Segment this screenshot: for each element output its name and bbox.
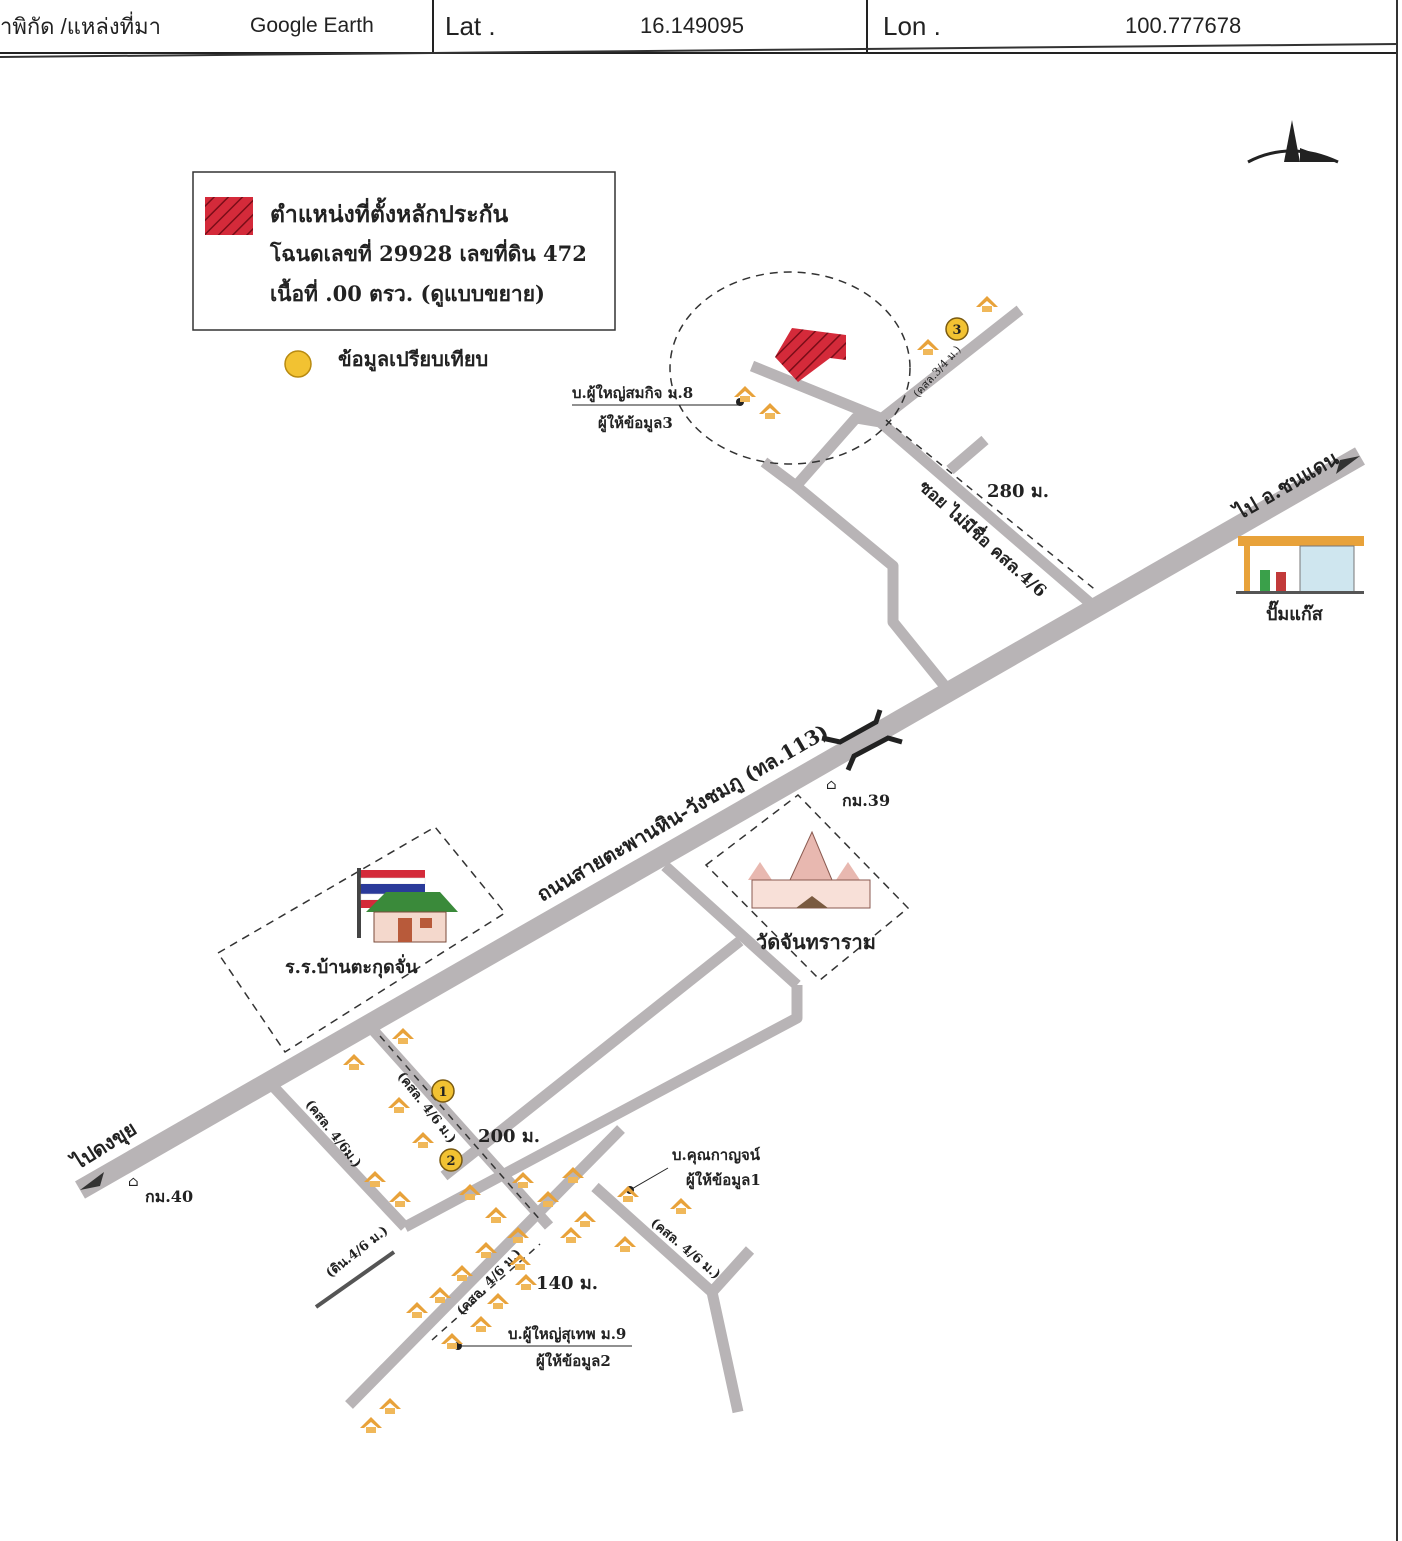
collateral-swatch [205, 197, 253, 235]
main-road [75, 447, 1365, 1199]
lat-label: Lat . [445, 10, 496, 41]
legend-collateral-title: ตำแหน่งที่ตั้งหลักประกัน [270, 197, 509, 228]
temple-icon [748, 830, 871, 909]
distance-280-label: 280 ม. [987, 481, 1049, 502]
km-39-label: กม.39 [842, 791, 890, 810]
header-divider [866, 0, 868, 52]
dirt-road [314, 1250, 396, 1309]
source-label: าพิกัด /แหล่งที่มา [0, 13, 161, 39]
local-roads [265, 305, 1094, 1414]
distance-line-280 [885, 419, 1099, 593]
gas-station-label: ปั๊มแก๊ส [1266, 600, 1324, 625]
header-bar: าพิกัด /แหล่งที่มา Google Earth Lat . 16… [0, 0, 1398, 54]
school-boundary [216, 826, 507, 1054]
informant-1-label: ผู้ให้ข้อมูล1 [686, 1171, 761, 1190]
km-40-label: กม.40 [145, 1187, 193, 1206]
arrow-right-icon [1336, 456, 1360, 474]
legend-comparison-label: ข้อมูลเปรียบเทียบ [338, 347, 488, 373]
road-label-dirt: (ดิน.4/6 ม.) [323, 1223, 391, 1281]
school-label: ร.ร.บ้านตะกุดจั่น [285, 954, 418, 979]
distance-140-label: 140 ม. [536, 1273, 598, 1294]
comparison-marker-3: 3 [945, 317, 969, 341]
informant-2-label: ผู้ให้ข้อมูล2 [536, 1352, 611, 1371]
distance-line-200 [379, 1035, 543, 1223]
school-building-icon [366, 892, 458, 943]
legend-area-line: เนื้อที่ .00 ตรว. (ดูแบบขยาย) [270, 278, 545, 308]
legend-deed-line: โฉนดเลขที่ 29928 เลขที่ดิน 472 [269, 238, 587, 266]
lon-value: 100.777678 [1125, 13, 1242, 38]
collateral-zoom-circle [669, 271, 911, 465]
svg-text:2: 2 [446, 1154, 455, 1169]
road-label-top-right: (คสล.3/4 ม.) [911, 343, 964, 400]
source-value: Google Earth [250, 14, 374, 37]
svg-text:3: 3 [952, 323, 961, 338]
comparison-marker-2: 2 [439, 1148, 463, 1172]
legend-box [192, 171, 616, 331]
arrow-left-icon [80, 1172, 104, 1190]
km-post-icon: ⌂ [128, 1174, 139, 1190]
temple-label: วัดจันทราราม [756, 930, 876, 954]
temple-boundary [704, 794, 910, 982]
north-arrow-icon [1247, 120, 1339, 164]
house-9-label: บ.ผู้ใหญ่สุเทพ ม.9 [508, 1325, 626, 1344]
bridge-icon [821, 709, 903, 771]
gas-station-icon [1236, 536, 1364, 594]
informant-3-label: ผู้ให้ข้อมูล3 [598, 414, 673, 433]
header-divider [432, 0, 434, 52]
svg-text:1: 1 [438, 1085, 447, 1100]
house-8-label: บ.ผู้ใหญ่สมกิจ ม.8 [572, 384, 693, 403]
km-post-icon: ⌂ [826, 777, 837, 793]
comparison-marker-1: 1 [431, 1079, 455, 1103]
comparison-marker-icon [284, 350, 312, 378]
lat-value: 16.149095 [640, 13, 744, 38]
collateral-plot [775, 328, 846, 382]
lon-label: Lon . [883, 10, 941, 41]
distance-200-label: 200 ม. [478, 1126, 540, 1147]
house-khun-label: บ.คุณกาญจน์ [672, 1146, 761, 1165]
